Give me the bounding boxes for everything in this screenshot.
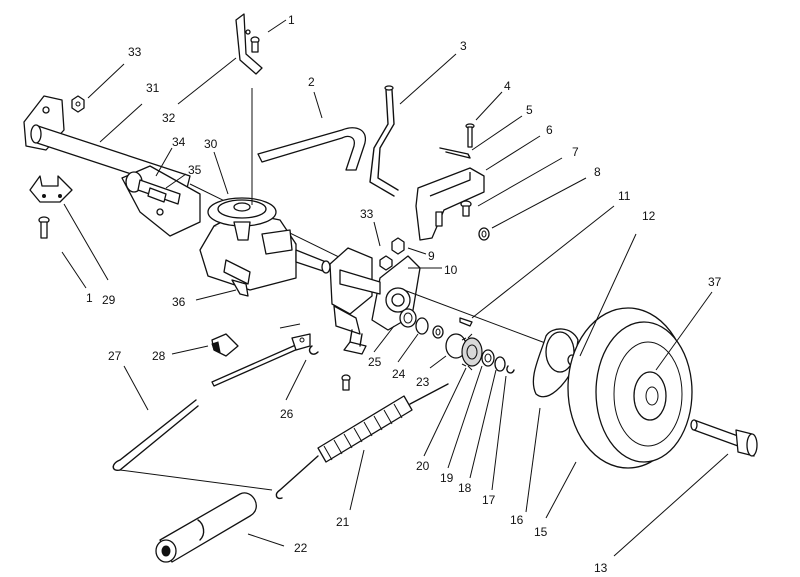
callout-5: 5	[526, 103, 533, 117]
mount-bracket-part	[415, 167, 485, 241]
bracket-part	[29, 175, 73, 203]
callout-2: 2	[308, 75, 315, 89]
callout-35: 35	[188, 163, 202, 177]
washer-part	[478, 227, 490, 241]
callout-6: 6	[546, 123, 553, 137]
shift-bracket-part	[235, 13, 263, 75]
belt-part	[257, 127, 367, 171]
wedge-cap-part	[211, 333, 239, 357]
screw-part	[465, 123, 475, 148]
handle-grip-part	[155, 492, 257, 563]
side-plate-part	[121, 165, 201, 237]
callout-11: 11	[618, 189, 631, 203]
spring-clip-part	[439, 147, 471, 159]
callout-4: 4	[504, 79, 511, 93]
callout-16: 16	[510, 513, 524, 527]
callout-25: 25	[368, 355, 382, 369]
nut-part	[71, 95, 85, 113]
callout-20: 20	[416, 459, 430, 473]
extension-spring-part	[275, 383, 449, 500]
control-rod-part	[369, 85, 399, 197]
callout-24: 24	[392, 367, 406, 381]
transmission-gearbox-part	[199, 88, 331, 297]
callout-37: 37	[708, 275, 722, 289]
callout-7: 7	[572, 145, 579, 159]
callout-32: 32	[162, 111, 176, 125]
callout-33-mid: 33	[360, 207, 374, 221]
shift-rod-part	[211, 333, 319, 387]
callout-1-left: 1	[86, 291, 93, 305]
callout-33-top: 33	[128, 45, 142, 59]
callout-22: 22	[294, 541, 308, 555]
callout-1-top: 1	[288, 13, 295, 27]
clip-bracket-part	[341, 329, 367, 391]
callout-numbers: 1 1 2 3 4 5 6 7 8 9 10 11 12 13 15 16 17…	[86, 13, 722, 575]
callout-9: 9	[428, 249, 435, 263]
callout-18: 18	[458, 481, 472, 495]
callout-29: 29	[102, 293, 116, 307]
callout-26: 26	[280, 407, 294, 421]
handle-bar-part	[112, 399, 273, 491]
callout-8: 8	[594, 165, 601, 179]
wheel-tire-part	[567, 307, 693, 469]
callout-30: 30	[204, 137, 218, 151]
callout-17: 17	[482, 493, 496, 507]
callout-36: 36	[172, 295, 186, 309]
callout-19: 19	[440, 471, 454, 485]
callout-leaders	[61, 19, 729, 557]
callout-15: 15	[534, 525, 548, 539]
shoulder-bolt-part	[690, 419, 758, 457]
callout-23: 23	[416, 375, 430, 389]
callout-34: 34	[172, 135, 186, 149]
callout-28: 28	[152, 349, 166, 363]
callout-21: 21	[336, 515, 350, 529]
pinion-gear-part	[445, 333, 515, 374]
callout-10: 10	[444, 263, 458, 277]
callout-13: 13	[594, 561, 608, 575]
axle-tube-part	[23, 95, 346, 261]
callout-12: 12	[642, 209, 656, 223]
callout-3: 3	[460, 39, 467, 53]
bolt-part	[38, 216, 50, 239]
callout-27: 27	[108, 349, 122, 363]
hex-nut-part	[379, 237, 405, 271]
callout-31: 31	[146, 81, 160, 95]
bearing-washer-stack	[399, 308, 473, 339]
